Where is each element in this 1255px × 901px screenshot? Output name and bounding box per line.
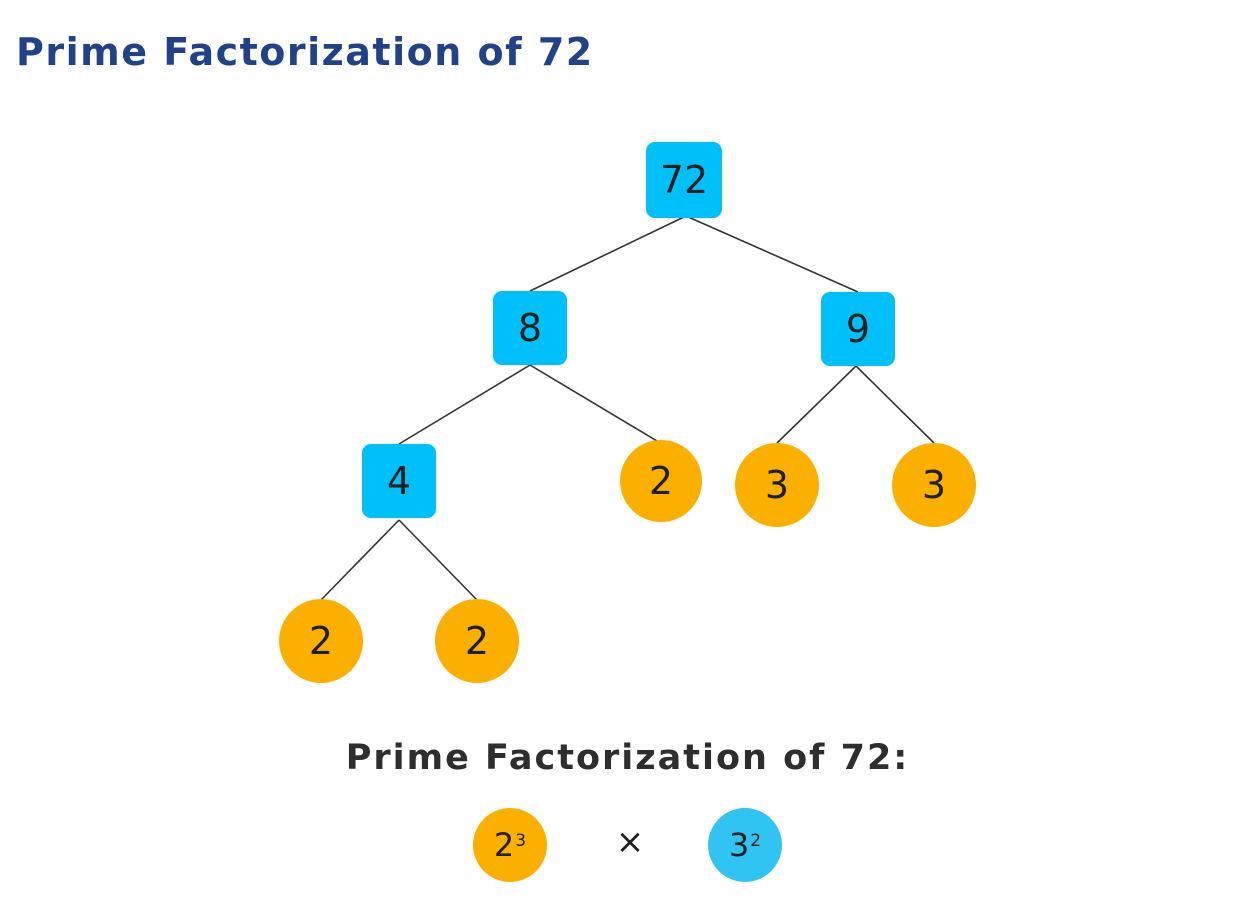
edge-9-3-left xyxy=(776,365,857,444)
edge-8-4 xyxy=(398,364,531,445)
tree-node-8: 8 xyxy=(493,291,567,365)
result-label: Prime Factorization of 72: xyxy=(345,738,910,778)
multiply-sign: × xyxy=(615,822,645,862)
edge-4-2-right xyxy=(398,519,478,601)
tree-node-72: 72 xyxy=(646,142,722,218)
factor-2-base: 2 xyxy=(493,826,515,864)
factor-3-exponent: 2 xyxy=(750,831,762,851)
factor-3-base: 3 xyxy=(728,826,750,864)
edge-9-3-right xyxy=(855,365,935,444)
tree-node-prime-2-right: 2 xyxy=(435,599,519,683)
tree-node-prime-2-left: 2 xyxy=(279,599,363,683)
tree-node-9: 9 xyxy=(821,292,895,366)
edge-72-8 xyxy=(529,215,687,292)
tree-node-prime-3-left: 3 xyxy=(735,443,819,527)
edge-72-9 xyxy=(685,215,859,293)
edge-8-2 xyxy=(529,364,658,442)
edge-4-2-left xyxy=(320,519,400,601)
tree-node-4: 4 xyxy=(362,444,436,518)
tree-node-prime-2-from-8: 2 xyxy=(620,440,702,522)
factor-2-exponent: 3 xyxy=(515,831,527,851)
page-title: Prime Factorization of 72 xyxy=(16,30,594,74)
tree-node-prime-3-right: 3 xyxy=(892,443,976,527)
